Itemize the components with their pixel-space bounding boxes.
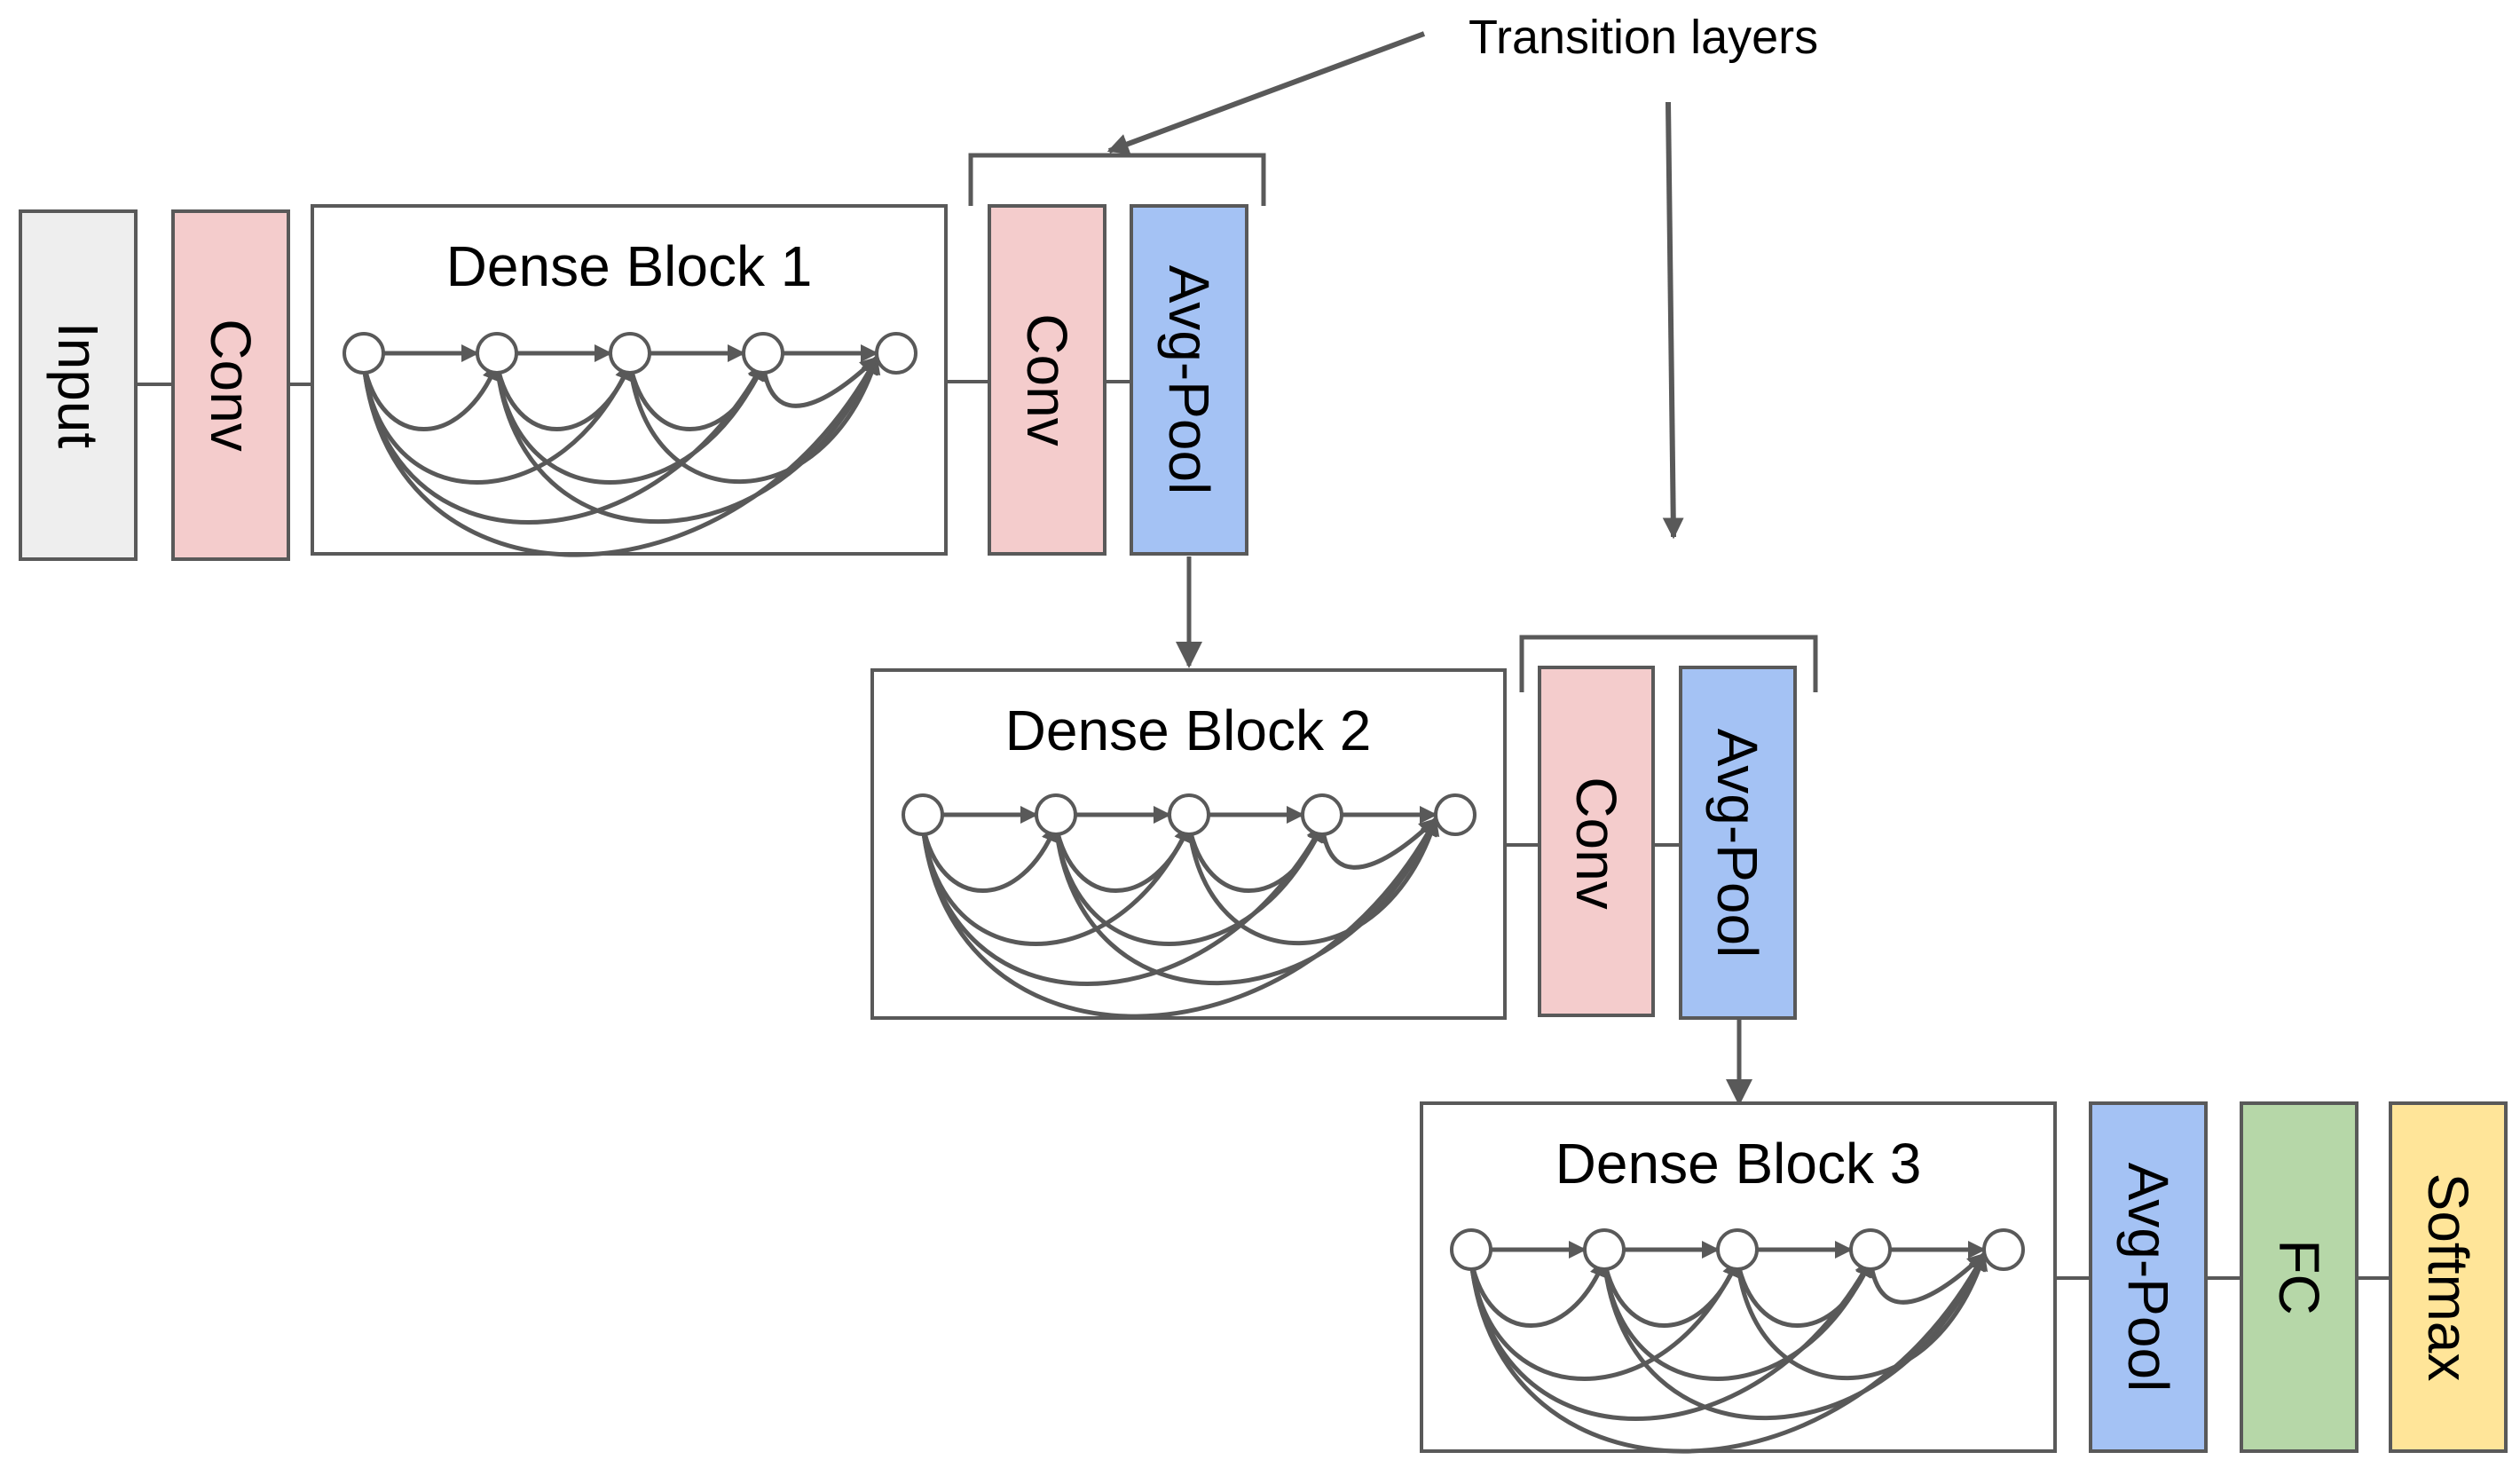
final-avgpool: Avg-Pool	[2089, 1101, 2208, 1453]
fc-layer: FC	[2240, 1101, 2359, 1453]
transition-bracket-1	[968, 153, 1266, 206]
transition2-avgpool: Avg-Pool	[1679, 666, 1797, 1020]
dense-graph-1	[343, 332, 917, 557]
dense-graph-2	[902, 793, 1477, 1019]
dense-block-3: Dense Block 3	[1420, 1101, 2057, 1454]
conv-layer-initial: Conv	[171, 209, 290, 561]
annotation-arrow-left	[1106, 31, 1426, 154]
dense-block-2: Dense Block 2	[870, 668, 1507, 1020]
transition2-conv: Conv	[1538, 666, 1655, 1017]
conv-label-initial: Conv	[199, 319, 263, 451]
annotation-arrow-down	[1662, 101, 1684, 540]
dense-block-3-title: Dense Block 3	[1555, 1132, 1922, 1196]
dense-block-1: Dense Block 1	[311, 204, 948, 557]
transition2-conv-label: Conv	[1564, 777, 1628, 909]
transition1-conv-label: Conv	[1015, 313, 1079, 446]
input-layer: Input	[19, 209, 138, 561]
final-avgpool-label: Avg-Pool	[2116, 1163, 2180, 1393]
transition-bracket-2	[1519, 635, 1818, 692]
softmax-layer: Softmax	[2389, 1101, 2508, 1453]
input-label: Input	[46, 322, 110, 449]
softmax-label: Softmax	[2416, 1173, 2480, 1382]
transition-layers-label: Transition layers	[1469, 11, 1818, 64]
dense-graph-3	[1450, 1228, 2025, 1454]
dense-block-2-title: Dense Block 2	[1005, 698, 1372, 762]
transition1-avgpool-label: Avg-Pool	[1157, 265, 1221, 495]
connector-lines	[136, 380, 2390, 1280]
dense-block-1-title: Dense Block 1	[446, 234, 813, 298]
transition1-avgpool: Avg-Pool	[1130, 204, 1248, 556]
transition1-conv: Conv	[988, 204, 1106, 556]
transition2-avgpool-label: Avg-Pool	[1705, 729, 1769, 959]
fc-label: FC	[2267, 1239, 2331, 1314]
